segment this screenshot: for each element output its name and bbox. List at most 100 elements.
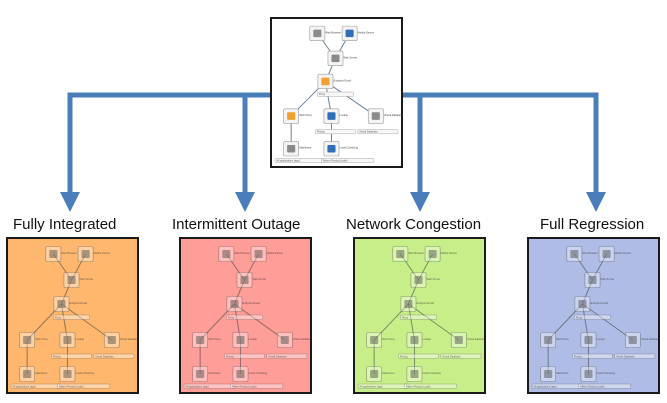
svg-text:Mobile Device: Mobile Device [441,251,458,255]
svg-text:Virtual Database: Virtual Database [442,355,461,358]
svg-text:Proxy: Proxy [319,93,326,96]
svg-text:Pricing: Pricing [400,355,408,358]
svg-text:Credit Checking: Credit Checking [423,371,442,375]
arrow-to-full-regression [402,92,606,212]
svg-text:Web Server: Web Server [344,55,358,59]
svg-text:Web Proxy: Web Proxy [208,337,221,341]
svg-text:Endpoint Email: Endpoint Email [416,301,434,305]
svg-text:Proxy: Proxy [402,316,409,319]
env-title-fully-integrated: Fully Integrated [13,216,117,233]
svg-text:Endpoint Email: Endpoint Email [242,301,260,305]
node-mainframe: Mainframe [283,141,312,157]
node-web-proxy: Web Proxy [19,332,49,348]
svg-text:Proxy: Proxy [576,316,583,319]
label-return-product: Return Product (code) [321,158,375,163]
svg-text:Credit Checking: Credit Checking [597,371,616,375]
svg-text:All applications (app): All applications (app) [186,385,209,388]
label-return-product: Return Product (code) [578,383,632,389]
node-endpoint-lookup: Lookup [580,332,606,348]
label-virtual-database: Virtual Database [357,129,399,135]
label-proxy: Proxy [317,91,354,97]
svg-text:Web Browser: Web Browser [325,30,341,34]
svg-text:Web Proxy: Web Proxy [382,337,395,341]
node-web-proxy: Web Proxy [192,332,222,348]
node-credit-checking: Credit Checking [232,366,268,382]
node-virtual-database: Virtual Database [367,108,404,124]
node-virtual-database: Virtual Database [103,332,140,348]
svg-text:Lookup: Lookup [423,337,432,341]
node-credit-checking: Credit Checking [580,366,616,382]
svg-text:Web Proxy: Web Proxy [299,113,312,117]
svg-text:Web Proxy: Web Proxy [35,337,48,341]
svg-text:Endpoint Email: Endpoint Email [69,301,87,305]
svg-text:Credit Checking: Credit Checking [340,146,359,150]
node-endpoint-email: Endpoint Email [317,73,351,90]
node-credit-checking: Credit Checking [59,366,95,382]
svg-text:Mainframe: Mainframe [35,371,48,375]
svg-text:All applications (app): All applications (app) [360,385,383,388]
svg-text:Pricing: Pricing [574,355,582,358]
node-mobile-device: Mobile Device [77,246,111,262]
label-pricing: Pricing [572,353,613,359]
label-pricing: Pricing [51,353,92,359]
label-pricing: Pricing [398,353,439,359]
svg-text:Lookup: Lookup [340,113,349,117]
svg-text:Virtual Database: Virtual Database [616,355,635,358]
node-endpoint-lookup: Lookup [232,332,258,348]
svg-text:Web Browser: Web Browser [408,251,424,255]
node-web-browser: Web Browser [218,246,250,262]
svg-text:Proxy: Proxy [228,316,235,319]
label-virtual-database: Virtual Database [93,353,135,359]
svg-text:Return Product (code): Return Product (code) [232,385,257,388]
svg-text:Virtual Database: Virtual Database [120,337,140,341]
svg-text:Credit Checking: Credit Checking [249,371,268,375]
svg-text:Credit Checking: Credit Checking [76,371,95,375]
node-web-browser: Web Browser [392,246,424,262]
node-web-proxy: Web Proxy [366,332,396,348]
svg-text:Lookup: Lookup [597,337,606,341]
label-all-applications: All applications (app) [531,383,583,389]
svg-text:Mobile Device: Mobile Device [94,251,111,255]
label-all-applications: All applications (app) [357,383,409,389]
svg-text:Virtual Database: Virtual Database [467,337,487,341]
env-title-network-congestion: Network Congestion [346,216,482,233]
node-mobile-device: Mobile Device [341,25,375,41]
arrow-to-network-congestion [402,92,430,212]
svg-text:Web Browser: Web Browser [234,251,250,255]
node-endpoint-email: Endpoint Email [574,296,608,312]
node-web-server: Web Server [63,272,93,288]
env-title-full-regression: Full Regression [540,216,645,233]
label-proxy: Proxy [53,314,90,320]
svg-text:Virtual Database: Virtual Database [293,337,313,341]
svg-text:Mainframe: Mainframe [208,371,221,375]
node-web-server: Web Server [327,50,358,66]
svg-text:Mainframe: Mainframe [556,371,569,375]
label-pricing: Pricing [315,129,356,135]
svg-text:Web Server: Web Server [601,277,615,281]
svg-text:Virtual Database: Virtual Database [359,131,378,134]
label-all-applications: All applications (app) [274,158,326,163]
label-virtual-database: Virtual Database [440,353,482,359]
connector-arrows [60,92,606,212]
svg-text:Web Server: Web Server [427,277,441,281]
node-endpoint-email: Endpoint Email [226,296,260,312]
svg-text:Mobile Device: Mobile Device [358,30,375,34]
svg-text:Return Product (code): Return Product (code) [406,385,431,388]
svg-text:Web Proxy: Web Proxy [556,337,569,341]
label-virtual-database: Virtual Database [266,353,308,359]
svg-text:Mobile Device: Mobile Device [267,251,284,255]
topology-edges [199,253,286,374]
svg-text:Endpoint Email: Endpoint Email [333,78,351,82]
svg-text:Lookup: Lookup [249,337,258,341]
svg-text:Virtual Database: Virtual Database [641,337,661,341]
svg-text:All applications (app): All applications (app) [277,159,300,162]
